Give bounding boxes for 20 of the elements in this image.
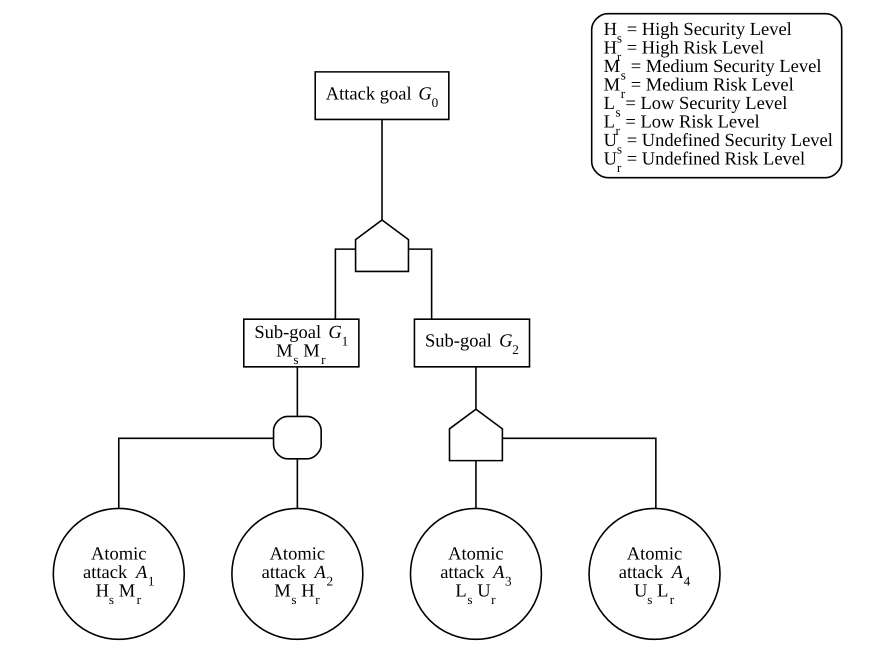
connector [408,248,432,319]
connector [117,437,273,508]
node-circle: Atomic attack A$_{4}$ U$_{s}$ L$_{r}$ [588,508,720,640]
node-box: Attack goal G$_{0}$ [314,71,450,120]
connector [474,366,476,410]
connector [502,437,656,508]
node-box: Sub-goal G$_{1}$ M$_{s}$ M$_{r}$ [242,318,360,368]
connector [380,120,382,220]
node-circle: Atomic attack A$_{1}$ H$_{s}$ M$_{r}$ [52,508,185,640]
node-or-gate [448,408,503,462]
node-circle: Atomic attack A$_{3}$ L$_{s}$ U$_{r}$ [409,508,542,640]
node-box: H$_{s}$ = High Security Level H$_{r}$ = High Risk Level M$_{s}$ = Medium Security Level M$_{r}$ = Medium Risk Level L$_{s}$ = Low Security Level L$_{r}$ = Low Risk Level U$_{s}$ = Undefined Security Level U$_{r}$ = Undefined Risk Level [590,12,842,178]
node-box: Sub-goal G$_{2}$ [413,318,530,368]
connector [334,248,355,319]
node-or-gate [354,219,409,272]
node-and-gate [272,416,322,460]
connector [296,366,298,416]
connector [296,458,298,508]
node-circle: Atomic attack A$_{2}$ M$_{s}$ H$_{r}$ [230,508,364,640]
connector [474,460,476,508]
